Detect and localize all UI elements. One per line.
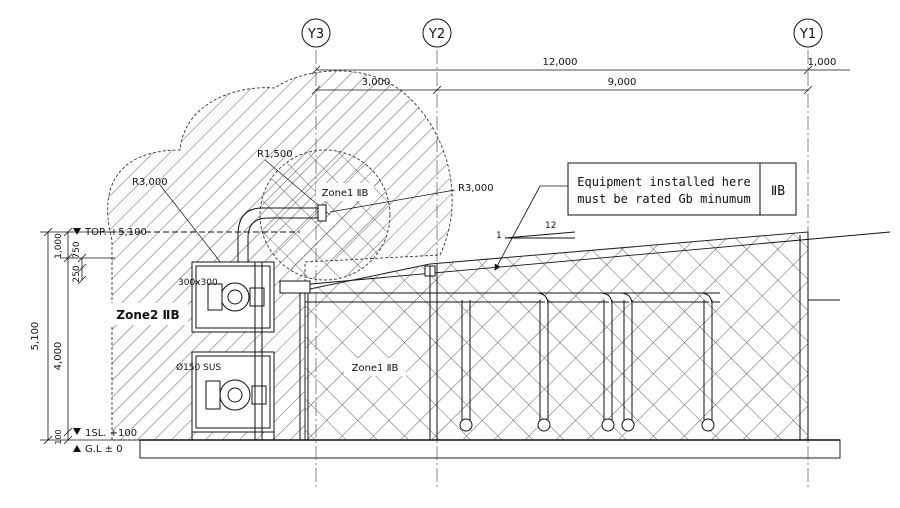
equipment-callout: Equipment installed here must be rated G… (494, 162, 797, 271)
roof-line (100, 231, 891, 286)
grid-bubble-y2: Y2 (422, 18, 452, 48)
header-pipe (279, 265, 720, 440)
duct-size-label: 300x300 (178, 278, 218, 288)
ground-slab (139, 439, 841, 459)
callout-line2: must be rated Gb minumum (577, 192, 750, 206)
callout-class: ⅡB (771, 184, 785, 199)
equipment-frame-lower (191, 351, 275, 440)
top-dimensions (311, 65, 850, 95)
dim-height-100: 100 (54, 429, 63, 444)
callout-line1: Equipment installed here (577, 175, 750, 189)
dim-height-250: 250 (72, 265, 82, 282)
zone1-upper-label: Zone1 ⅡB (322, 188, 369, 199)
dim-height-upper: 1,000 (54, 233, 64, 259)
slope-rise: 1 (496, 231, 502, 241)
vent-duct (237, 204, 327, 440)
zone1-main-label: Zone1 ⅡB (352, 363, 399, 374)
grid-label-y1: Y1 (799, 27, 816, 42)
level-top-label: TOP. +5,100 (84, 227, 147, 238)
dim-span-a: 3,000 (362, 77, 391, 88)
pipe-size-label: Ø150 SUS (176, 362, 221, 373)
zone1-upper-label-box: Zone1 ⅡB (316, 183, 374, 201)
dim-span-b: 9,000 (608, 77, 637, 88)
dim-height-total: 5,100 (30, 322, 41, 351)
level-marker-ground: G.L ± 0 (73, 444, 123, 455)
zone2-label-box: Zone2 ⅡB (108, 303, 188, 325)
radius-r1500: R1,500 (257, 149, 293, 160)
equipment-frame-upper (191, 261, 275, 333)
level-ground-label: G.L ± 0 (85, 444, 123, 455)
slope-run: 12 (545, 221, 556, 231)
radius-r3000-right: R3,000 (458, 183, 494, 194)
level-floor-label: 1SL. +100 (85, 428, 137, 439)
radius-r3000-left: R3,000 (132, 177, 168, 188)
zone1-main-label-box: Zone1 ⅡB (344, 358, 406, 376)
zone2-label: Zone2 ⅡB (116, 308, 179, 322)
pipe-drops (459, 292, 715, 432)
grid-label-y2: Y2 (428, 27, 445, 42)
dim-total: 12,000 (543, 57, 578, 68)
dim-height-main: 4,000 (53, 342, 64, 371)
level-marker-floor: 1SL. +100 (73, 428, 137, 439)
zone1-main-area (304, 231, 809, 441)
level-marker-top: TOP. +5,100 (73, 227, 147, 238)
room-walls (429, 232, 840, 441)
dim-right-offset: 1,000 (808, 57, 837, 68)
dim-height-750: 750 (72, 241, 82, 258)
grid-bubble-y3: Y3 (301, 18, 331, 48)
grid-label-y3: Y3 (307, 27, 324, 42)
grid-bubble-y1: Y1 (793, 18, 823, 48)
